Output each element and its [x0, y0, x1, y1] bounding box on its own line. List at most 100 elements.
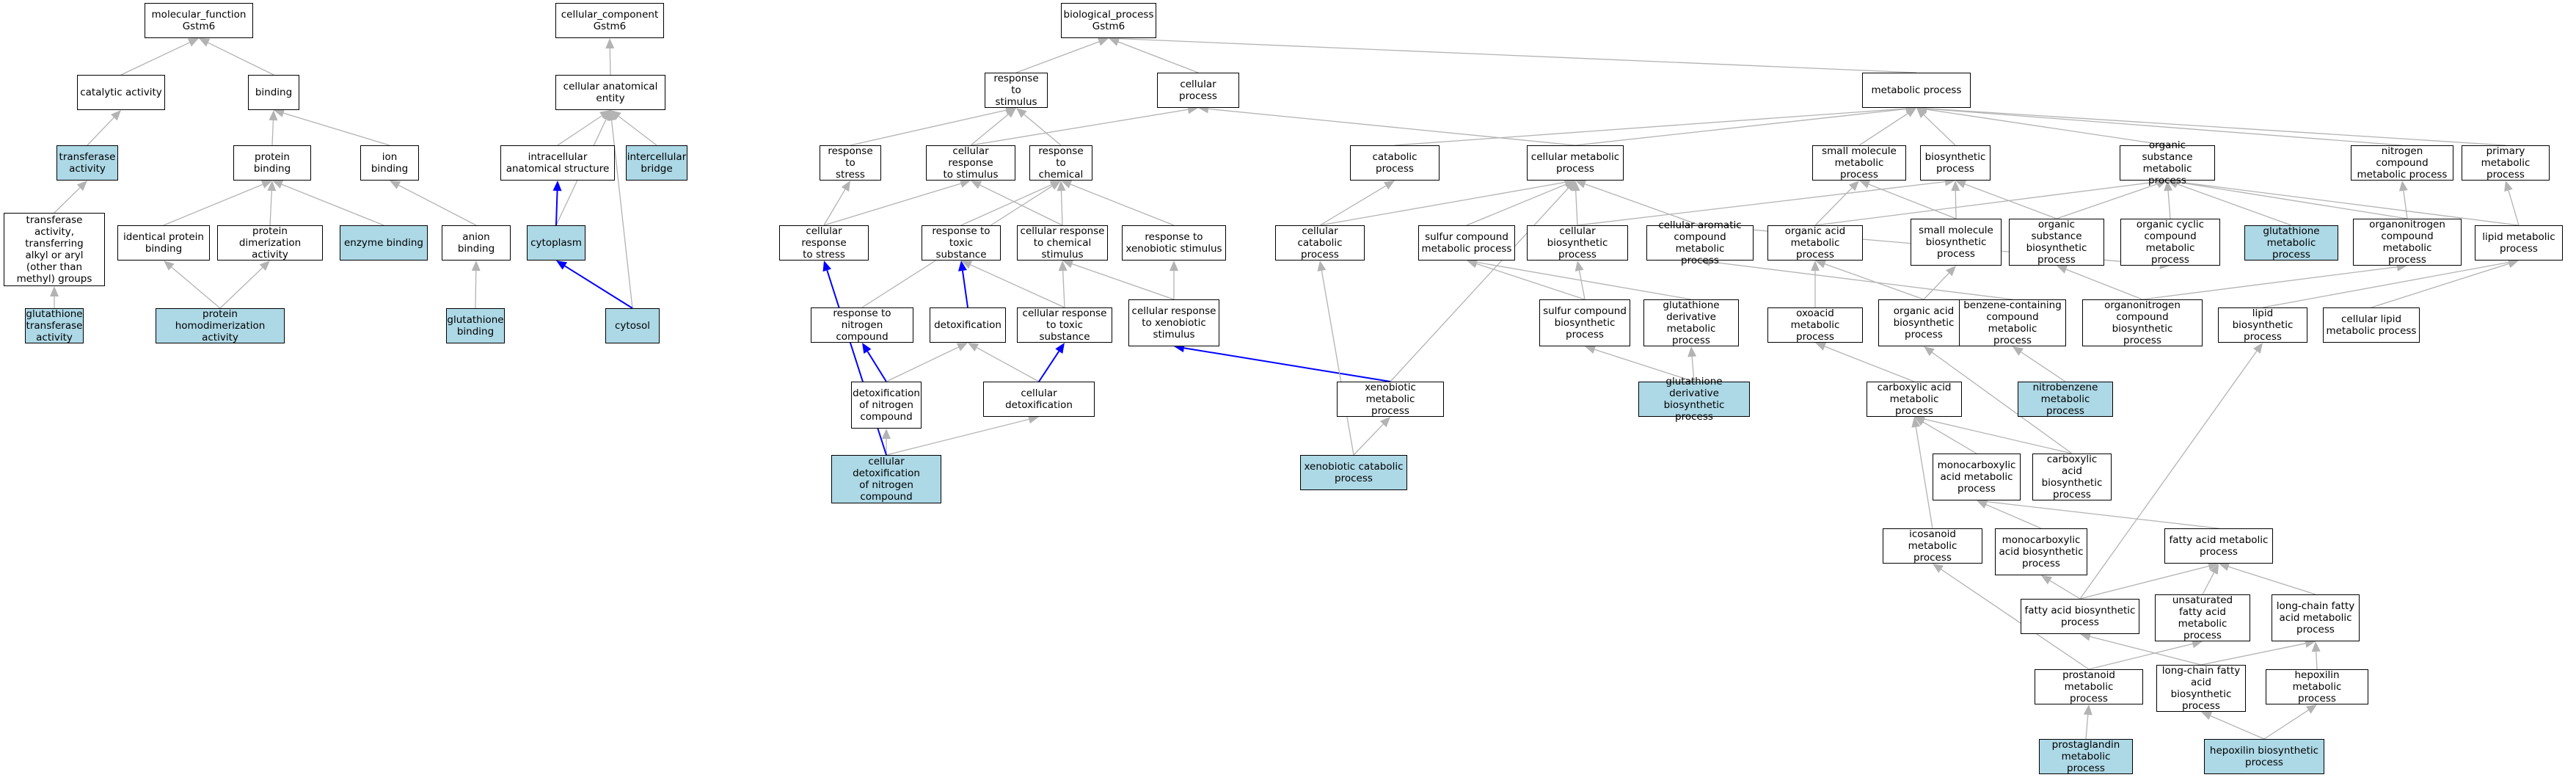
- go-term-node-intracell[interactable]: intracellular anatomical structure: [500, 145, 615, 181]
- arrowhead-aromatic-to-cellmetab: [1575, 180, 1587, 189]
- go-term-node-sulfurbiosyn[interactable]: sulfur compound biosynthetic process: [1539, 299, 1630, 346]
- go-term-node-orgsub[interactable]: organic substance metabolic process: [2120, 139, 2215, 186]
- go-term-node-respxeno[interactable]: response to xenobiotic stimulus: [1122, 225, 1226, 261]
- edge-celldetoxnitro-to-celldetox: [886, 418, 1029, 456]
- go-term-node-monocarbox[interactable]: monocarboxylic acid metabolic process: [1933, 454, 2021, 500]
- go-term-node-prostaglandin[interactable]: prostaglandin metabolic process: [2039, 739, 2133, 774]
- go-term-node-smallbiosyn[interactable]: small molecule biosynthetic process: [1911, 219, 2002, 266]
- go-term-node-benzene[interactable]: benzene-containing compound metabolic pr…: [1959, 299, 2066, 346]
- go-term-node-celldetox[interactable]: cellular detoxification: [983, 382, 1095, 417]
- go-term-node-protbind[interactable]: protein binding: [233, 145, 311, 181]
- go-term-node-cytoplasm[interactable]: cytoplasm: [527, 225, 585, 261]
- edge-catalytic-to-mf: [120, 42, 190, 76]
- go-term-node-protdimer[interactable]: protein dimerization activity: [217, 225, 323, 261]
- edge-organicacid-to-smallmol: [1814, 187, 1853, 226]
- go-term-node-carboxbiosyn[interactable]: carboxylic acid biosynthetic process: [2032, 454, 2112, 500]
- go-term-node-xenocatab[interactable]: xenobiotic catabolic process: [1300, 455, 1407, 490]
- go-term-node-respstim[interactable]: response to stimulus: [985, 73, 1048, 108]
- edge-fattyacid-to-monocarbox: [1986, 500, 2219, 529]
- go-term-node-cellrespxeno[interactable]: cellular response to xenobiotic stimulus: [1128, 299, 1219, 346]
- go-term-node-interbridge[interactable]: intercellular bridge: [626, 145, 687, 181]
- go-term-node-respnitro[interactable]: response to nitrogen compound: [811, 307, 913, 343]
- go-term-node-primary[interactable]: primary metabolic process: [2462, 145, 2550, 181]
- arrowhead-detoxnitro-to-respnitro: [862, 343, 872, 354]
- go-term-node-mf[interactable]: molecular_function Gstm6: [145, 3, 253, 38]
- go-term-node-cellrespchem[interactable]: cellular response to chemical stimulus: [1017, 225, 1108, 261]
- go-term-node-prostanoid[interactable]: prostanoid metabolic process: [2035, 669, 2143, 704]
- go-term-node-homodimer[interactable]: protein homodimerization activity: [156, 308, 285, 343]
- go-term-node-glumetab[interactable]: glutathione metabolic process: [2244, 225, 2338, 261]
- arrowhead-carboxbiosyn-to-carboxylic: [1914, 415, 1925, 424]
- go-term-node-cellrespstress[interactable]: cellular response to stress: [779, 225, 869, 261]
- go-term-node-metab[interactable]: metabolic process: [1862, 73, 1971, 108]
- go-term-node-binding[interactable]: binding: [248, 75, 299, 110]
- go-term-node-respstress[interactable]: response to stress: [820, 145, 881, 181]
- go-term-node-unsatfa[interactable]: unsaturated fatty acid metabolic process: [2155, 594, 2250, 641]
- arrowhead-cae-to-cc: [605, 38, 615, 49]
- edge-organonitrobiosyn-to-organonitro: [2142, 266, 2398, 300]
- go-term-node-gst[interactable]: glutathione transferase activity: [25, 308, 84, 343]
- go-term-node-nitrobenzene[interactable]: nitrobenzene metabolic process: [2018, 382, 2113, 417]
- go-term-node-bp[interactable]: biological_process Gstm6: [1061, 3, 1156, 38]
- go-term-node-organicacid[interactable]: organic acid metabolic process: [1767, 225, 1863, 261]
- go-term-node-cellproc[interactable]: cellular process: [1157, 73, 1239, 108]
- go-term-node-glubind[interactable]: glutathione binding: [446, 308, 505, 343]
- go-term-node-transferase[interactable]: transferase activity: [56, 145, 118, 181]
- go-term-node-longchainbiosyn[interactable]: long-chain fatty acid biosynthetic proce…: [2156, 665, 2246, 712]
- go-term-node-cellmetab[interactable]: cellular metabolic process: [1527, 145, 1624, 181]
- go-term-node-celllipid[interactable]: cellular lipid metabolic process: [2323, 307, 2420, 343]
- go-term-node-xenometab[interactable]: xenobiotic metabolic process: [1337, 382, 1444, 417]
- go-term-node-detox[interactable]: detoxification: [930, 307, 1006, 343]
- go-term-node-fattyacid[interactable]: fatty acid metabolic process: [2164, 528, 2273, 564]
- go-term-node-transalkyl[interactable]: transferase activity, transferring alkyl…: [4, 213, 105, 286]
- go-term-node-orgsubbiosyn[interactable]: organic substance biosynthetic process: [2009, 219, 2104, 266]
- go-term-node-lipidbiosyn[interactable]: lipid biosynthetic process: [2218, 307, 2307, 343]
- arrowhead-cytosol-to-cae: [607, 110, 616, 121]
- arrowhead-intracell-to-cae: [599, 110, 610, 120]
- go-term-node-catalytic[interactable]: catalytic activity: [77, 75, 165, 110]
- go-term-node-sulfurmetab[interactable]: sulfur compound metabolic process: [1418, 225, 1515, 261]
- go-term-node-smallmol[interactable]: small molecule metabolic process: [1812, 145, 1906, 181]
- edge-cellrespstim-to-respstim: [970, 114, 1009, 146]
- go-term-node-cellcatab[interactable]: cellular catabolic process: [1275, 225, 1365, 261]
- go-term-node-hepoxilin[interactable]: hepoxilin metabolic process: [2266, 669, 2368, 704]
- go-term-node-ionbind[interactable]: ion binding: [360, 145, 419, 181]
- edge-cytosol-to-cytoplasm: [564, 265, 633, 309]
- go-term-node-cae[interactable]: cellular anatomical entity: [555, 75, 665, 110]
- edge-respstress-to-respstim: [850, 109, 1007, 146]
- edge-sulfurmetab-to-cellmetab: [1466, 183, 1566, 226]
- arrowhead-nitrobenzene-to-benzene: [2013, 346, 2024, 356]
- go-term-node-organonitrobiosyn[interactable]: organonitrogen compound biosynthetic pro…: [2082, 299, 2203, 346]
- go-term-node-aromatic[interactable]: cellular aromatic compound metabolic pro…: [1646, 219, 1754, 266]
- go-term-node-biosyn[interactable]: biosynthetic process: [1920, 145, 1991, 181]
- go-term-node-longchain[interactable]: long-chain fatty acid metabolic process: [2272, 594, 2360, 641]
- go-term-node-hepoxbiosyn[interactable]: hepoxilin biosynthetic process: [2204, 739, 2324, 774]
- go-term-node-lipidmetab[interactable]: lipid metabolic process: [2475, 225, 2563, 261]
- go-term-node-fabiosyn[interactable]: fatty acid biosynthetic process: [2021, 599, 2139, 634]
- go-term-node-monocarboxbiosyn[interactable]: monocarboxylic acid biosynthetic process: [1995, 528, 2087, 575]
- go-term-node-identprot[interactable]: identical protein binding: [117, 225, 210, 261]
- go-term-node-carboxylic[interactable]: carboxylic acid metabolic process: [1867, 382, 1962, 417]
- go-term-node-enzbind[interactable]: enzyme binding: [340, 225, 428, 261]
- go-term-node-cellresptoxic[interactable]: cellular response to toxic substance: [1017, 307, 1112, 343]
- go-term-node-anionbind[interactable]: anion binding: [442, 225, 511, 261]
- go-term-node-icosanoid[interactable]: icosanoid metabolic process: [1883, 528, 1982, 564]
- go-term-node-gluderiv[interactable]: glutathione derivative metabolic process: [1643, 299, 1739, 346]
- go-term-node-cytosol[interactable]: cytosol: [605, 308, 660, 343]
- go-term-node-respchem[interactable]: response to chemical: [1029, 145, 1092, 181]
- go-term-node-oxoacid[interactable]: oxoacid metabolic process: [1767, 307, 1863, 343]
- go-term-node-orgcyclic[interactable]: organic cyclic compound metabolic proces…: [2120, 219, 2220, 266]
- edge-interbridge-to-cae: [618, 115, 657, 146]
- edge-fabiosyn-to-monocarboxbiosyn: [2049, 580, 2081, 600]
- go-term-node-nitrocomp[interactable]: nitrogen compound metabolic process: [2351, 145, 2453, 181]
- go-term-node-orgacidbiosyn[interactable]: organic acid biosynthetic process: [1878, 299, 1969, 346]
- go-term-node-cellbiosyn[interactable]: cellular biosynthetic process: [1527, 225, 1628, 261]
- go-term-node-resptoxic[interactable]: response to toxic substance: [922, 225, 1001, 261]
- go-term-node-celldetoxnitro[interactable]: cellular detoxification of nitrogen comp…: [831, 455, 941, 503]
- go-term-node-cc[interactable]: cellular_component Gstm6: [555, 3, 664, 38]
- go-term-node-catab[interactable]: catabolic process: [1350, 145, 1440, 181]
- go-term-node-gluderivbiosyn[interactable]: glutathione derivative biosynthetic proc…: [1638, 376, 1750, 423]
- go-term-node-cellrespstim[interactable]: cellular response to stimulus: [926, 145, 1015, 181]
- go-term-node-detoxnitro[interactable]: detoxification of nitrogen compound: [851, 382, 922, 429]
- go-term-node-organonitro[interactable]: organonitrogen compound metabolic proces…: [2353, 219, 2462, 266]
